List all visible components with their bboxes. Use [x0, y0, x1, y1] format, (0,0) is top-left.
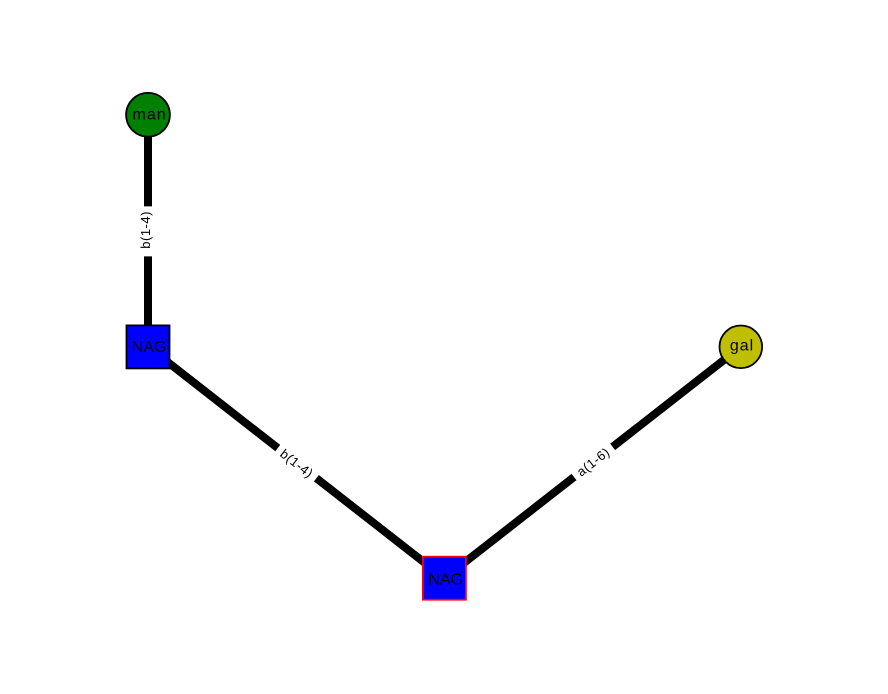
svg-text:man: man — [133, 106, 167, 123]
svg-text:NAG: NAG — [132, 339, 167, 356]
svg-text:gal: gal — [730, 338, 754, 355]
svg-text:NAG: NAG — [428, 571, 463, 588]
svg-text:b(1-4): b(1-4) — [138, 211, 153, 249]
